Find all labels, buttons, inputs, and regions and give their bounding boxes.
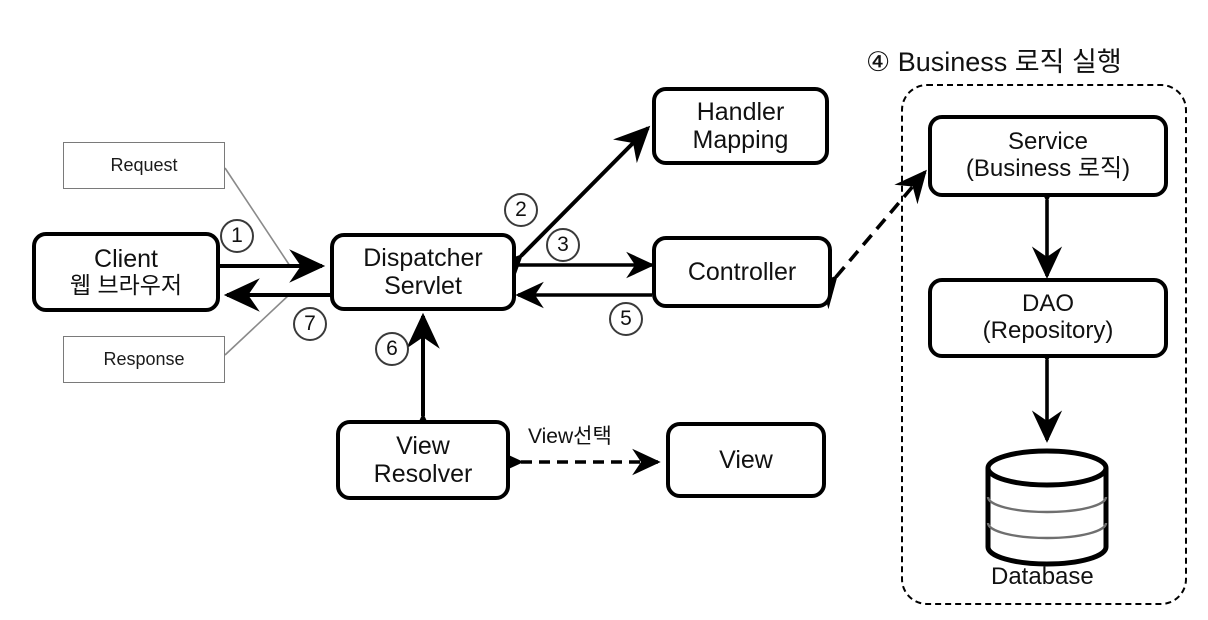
business-logic-container xyxy=(901,84,1187,605)
business-logic-title-text: Business 로직 실행 xyxy=(897,47,1122,77)
database-caption: Database xyxy=(991,563,1094,591)
step-badge-5: 5 xyxy=(609,302,643,336)
node-view-line1: View xyxy=(719,446,773,474)
node-view-resolver-line2: Resolver xyxy=(373,460,473,488)
view-select-text: View선택 xyxy=(528,425,612,448)
node-view[interactable]: View xyxy=(666,422,826,498)
node-dispatcher-line1: Dispatcher xyxy=(363,244,483,272)
node-dispatcher-servlet[interactable]: Dispatcher Servlet xyxy=(330,233,516,311)
node-handler-line1: Handler xyxy=(696,98,785,126)
node-controller-line1: Controller xyxy=(687,258,797,286)
node-controller[interactable]: Controller xyxy=(652,236,832,308)
node-dao-line1: DAO xyxy=(1021,290,1074,318)
step-badge-3: 3 xyxy=(546,228,580,262)
step-badge-7: 7 xyxy=(293,307,327,341)
response-label: Response xyxy=(103,349,185,369)
node-dispatcher-line2: Servlet xyxy=(384,272,462,300)
node-client-line1: Client xyxy=(94,245,158,274)
arrow-dispatcher-handlermapping xyxy=(485,125,651,292)
response-leader-line xyxy=(224,293,291,356)
node-dao-line2: (Repository) xyxy=(982,317,1114,344)
business-logic-step-marker: ④ xyxy=(866,47,891,77)
node-service[interactable]: Service (Business 로직) xyxy=(928,115,1168,197)
node-client-line2: 웹 브라우저 xyxy=(69,272,183,299)
node-dao[interactable]: DAO (Repository) xyxy=(928,278,1168,358)
node-handler-line2: Mapping xyxy=(692,126,789,154)
node-view-resolver[interactable]: View Resolver xyxy=(336,420,510,500)
step-badge-6: 6 xyxy=(375,332,409,366)
node-service-line2: (Business 로직) xyxy=(965,155,1131,182)
step-badge-2: 2 xyxy=(504,193,538,227)
node-client[interactable]: Client 웹 브라우저 xyxy=(32,232,220,312)
business-logic-title: ④ Business 로직 실행 xyxy=(866,40,1122,79)
step-badge-1: 1 xyxy=(220,219,254,253)
node-handler-mapping[interactable]: Handler Mapping xyxy=(652,87,829,165)
node-service-line1: Service xyxy=(1007,128,1089,156)
request-label-box: Request xyxy=(63,142,225,189)
request-label: Request xyxy=(110,155,178,175)
node-view-resolver-line1: View xyxy=(396,432,450,460)
database-cylinder-icon xyxy=(985,448,1109,567)
view-select-label: View선택 xyxy=(528,420,612,450)
arrow-controller-service xyxy=(805,169,927,310)
response-label-box: Response xyxy=(63,336,225,383)
request-leader-line xyxy=(224,167,291,267)
database-label: Database xyxy=(991,563,1094,590)
